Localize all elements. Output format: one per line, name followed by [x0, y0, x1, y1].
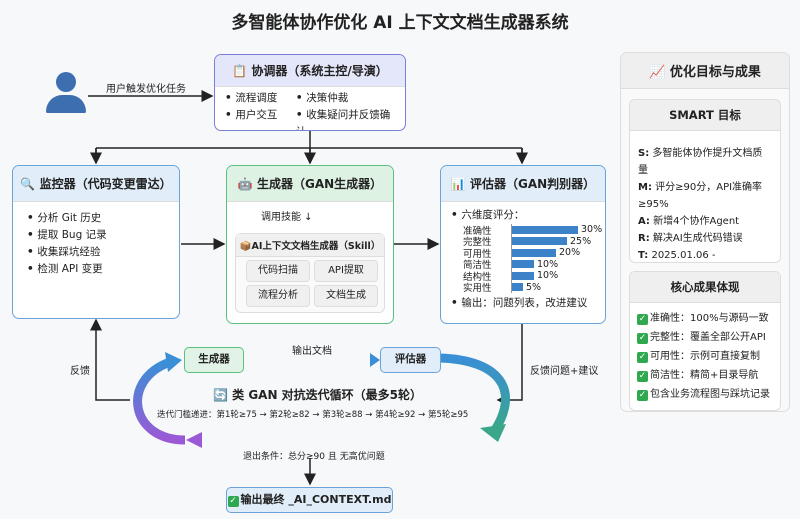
package-icon: 📦 — [239, 241, 252, 252]
score-name: 实用性 — [463, 283, 492, 295]
monitor-item: 分析 Git 历史 — [27, 210, 165, 227]
score-row: 准确性 30% — [463, 224, 605, 237]
skill-chip: 流程分析 — [246, 285, 310, 307]
check-icon: ✓ — [227, 496, 239, 507]
score-bar — [512, 260, 534, 269]
skill-chip: API提取 — [314, 260, 378, 282]
smart-item: S: 多智能体协作提升文档质量 — [638, 148, 763, 176]
score-bar — [512, 271, 534, 280]
loop-thresholds: 迭代门槛递进：第1轮≥75 → 第2轮≥82 → 第3轮≥88 → 第4轮≥92… — [157, 410, 469, 420]
evaluator-box: 📊 评估器（GAN判别器） 六维度评分： 准确性30%完整性25%可用性20%简… — [440, 165, 606, 324]
coordinator-item: 用户交互 — [225, 107, 296, 130]
result-item: ✓简洁性：精简+目录导航 — [637, 370, 759, 382]
loop-generator-node: 生成器 — [184, 347, 244, 373]
feedback-label: 反馈 — [70, 366, 90, 377]
score-name: 可用性 — [463, 248, 492, 260]
final-output-box: ✓输出最终 _AI_CONTEXT.md — [226, 487, 393, 513]
bar-chart-icon: 📊 — [450, 177, 466, 191]
check-icon: ✓ — [637, 352, 648, 363]
score-value: 30% — [581, 224, 603, 236]
smart-item: M: 评分≥90分，API准确率≥95% — [638, 182, 763, 210]
robot-icon: 🤖 — [237, 177, 253, 191]
goals-panel: 📈 优化目标与成果 SMART 目标 S: 多智能体协作提升文档质量 M: 评分≥… — [620, 52, 790, 412]
score-name: 结构性 — [463, 271, 492, 283]
monitor-item: 提取 Bug 记录 — [27, 227, 165, 244]
evaluator-title: 评估器（GAN判别器） — [469, 177, 596, 191]
cycle-icon: 🔄 — [213, 388, 228, 402]
score-value: 5% — [526, 281, 542, 293]
score-bars: 准确性 30% 完整性 25% 可用性 20% 简洁性 10% 结构性 10% 实用性 5% — [441, 224, 605, 295]
smart-item: R: 解决AI生成代码错误 — [638, 233, 743, 244]
page-title: 多智能体协作优化 AI 上下文文档生成器系统 — [231, 13, 569, 33]
smart-card: SMART 目标 S: 多智能体协作提升文档质量 M: 评分≥90分，API准确率… — [629, 99, 781, 263]
coordinator-item: 决策仲裁 — [296, 90, 395, 107]
result-item: ✓完整性：覆盖全部公开API — [637, 332, 766, 344]
skill-chip: 代码扫描 — [246, 260, 310, 282]
score-bar — [512, 237, 567, 246]
output-doc-label: 输出文档 — [292, 346, 332, 357]
score-row: 可用性 20% — [463, 247, 605, 260]
loop-evaluator-node: 评估器 — [380, 347, 441, 373]
smart-title: SMART 目标 — [630, 100, 780, 131]
generator-box: 🤖 生成器（GAN生成器） 调用技能 ↓ 📦AI上下文文档生成器（Skill） … — [226, 165, 394, 324]
coordinator-box: 📋 协调器（系统主控/导演） 流程调度 决策仲裁 用户交互 收集疑问并反馈确认 — [214, 54, 406, 131]
score-bar — [512, 248, 556, 257]
score-row: 结构性 10% — [463, 270, 605, 283]
score-name: 完整性 — [463, 237, 492, 249]
user-trigger-label: 用户触发优化任务 — [106, 84, 186, 95]
result-item: ✓准确性：100%与源码一致 — [637, 313, 769, 325]
score-row: 实用性 5% — [463, 281, 605, 295]
score-name: 准确性 — [463, 225, 492, 237]
score-value: 25% — [570, 235, 592, 247]
monitor-item: 检测 API 变更 — [27, 261, 165, 278]
generator-title: 生成器（GAN生成器） — [256, 177, 383, 191]
score-name: 简洁性 — [463, 260, 492, 272]
panel-title: 优化目标与成果 — [669, 65, 761, 80]
score-value: 10% — [537, 258, 559, 270]
chart-up-icon: 📈 — [649, 65, 666, 80]
score-bar — [512, 283, 523, 292]
score-bar — [512, 225, 578, 234]
result-item: ✓包含业务流程图与踩坑记录 — [637, 389, 770, 401]
skill-box: 📦AI上下文文档生成器（Skill） 代码扫描 API提取 流程分析 文档生成 — [235, 233, 385, 313]
result-item: ✓可用性：示例可直接复制 — [637, 351, 760, 363]
coordinator-title: 协调器（系统主控/导演） — [251, 64, 388, 78]
coordinator-item: 流程调度 — [225, 90, 296, 107]
monitor-box: 🔍 监控器（代码变更雷达） 分析 Git 历史 提取 Bug 记录 收集踩坑经验… — [12, 165, 180, 319]
smart-item: T: 2025.01.06 - 2025.01.14 — [638, 250, 716, 261]
score-value: 10% — [537, 270, 559, 282]
check-icon: ✓ — [637, 333, 648, 344]
check-icon: ✓ — [637, 371, 648, 382]
invoke-skill-label: 调用技能 ↓ — [261, 212, 313, 223]
score-value: 20% — [559, 247, 581, 259]
results-title: 核心成果体现 — [630, 272, 780, 303]
loop-title: 🔄 类 GAN 对抗迭代循环（最多5轮） — [213, 388, 423, 402]
monitor-title: 监控器（代码变更雷达） — [39, 177, 172, 191]
monitor-item: 收集踩坑经验 — [27, 244, 165, 261]
check-icon: ✓ — [637, 314, 648, 325]
smart-item: A: 新增4个协作Agent — [638, 216, 740, 227]
skill-title: AI上下文文档生成器（Skill） — [251, 241, 381, 252]
user-avatar-icon — [46, 72, 86, 113]
score-row: 简洁性 10% — [463, 258, 605, 272]
exit-condition: 退出条件：总分≥90 且 无高优问题 — [243, 452, 385, 462]
check-icon: ✓ — [637, 390, 648, 401]
coordinator-item: 收集疑问并反馈确认 — [296, 107, 395, 130]
clipboard-icon: 📋 — [232, 64, 248, 78]
magnifier-icon: 🔍 — [20, 177, 36, 191]
results-card: 核心成果体现 ✓准确性：100%与源码一致 ✓完整性：覆盖全部公开API ✓可用性：… — [629, 271, 781, 411]
score-row: 完整性 25% — [463, 235, 605, 249]
feedback-issues-label: 反馈问题+建议 — [530, 366, 599, 377]
evaluator-output: 输出：问题列表，改进建议 — [451, 295, 595, 312]
score-heading: 六维度评分： — [451, 207, 595, 224]
skill-chip: 文档生成 — [314, 285, 378, 307]
